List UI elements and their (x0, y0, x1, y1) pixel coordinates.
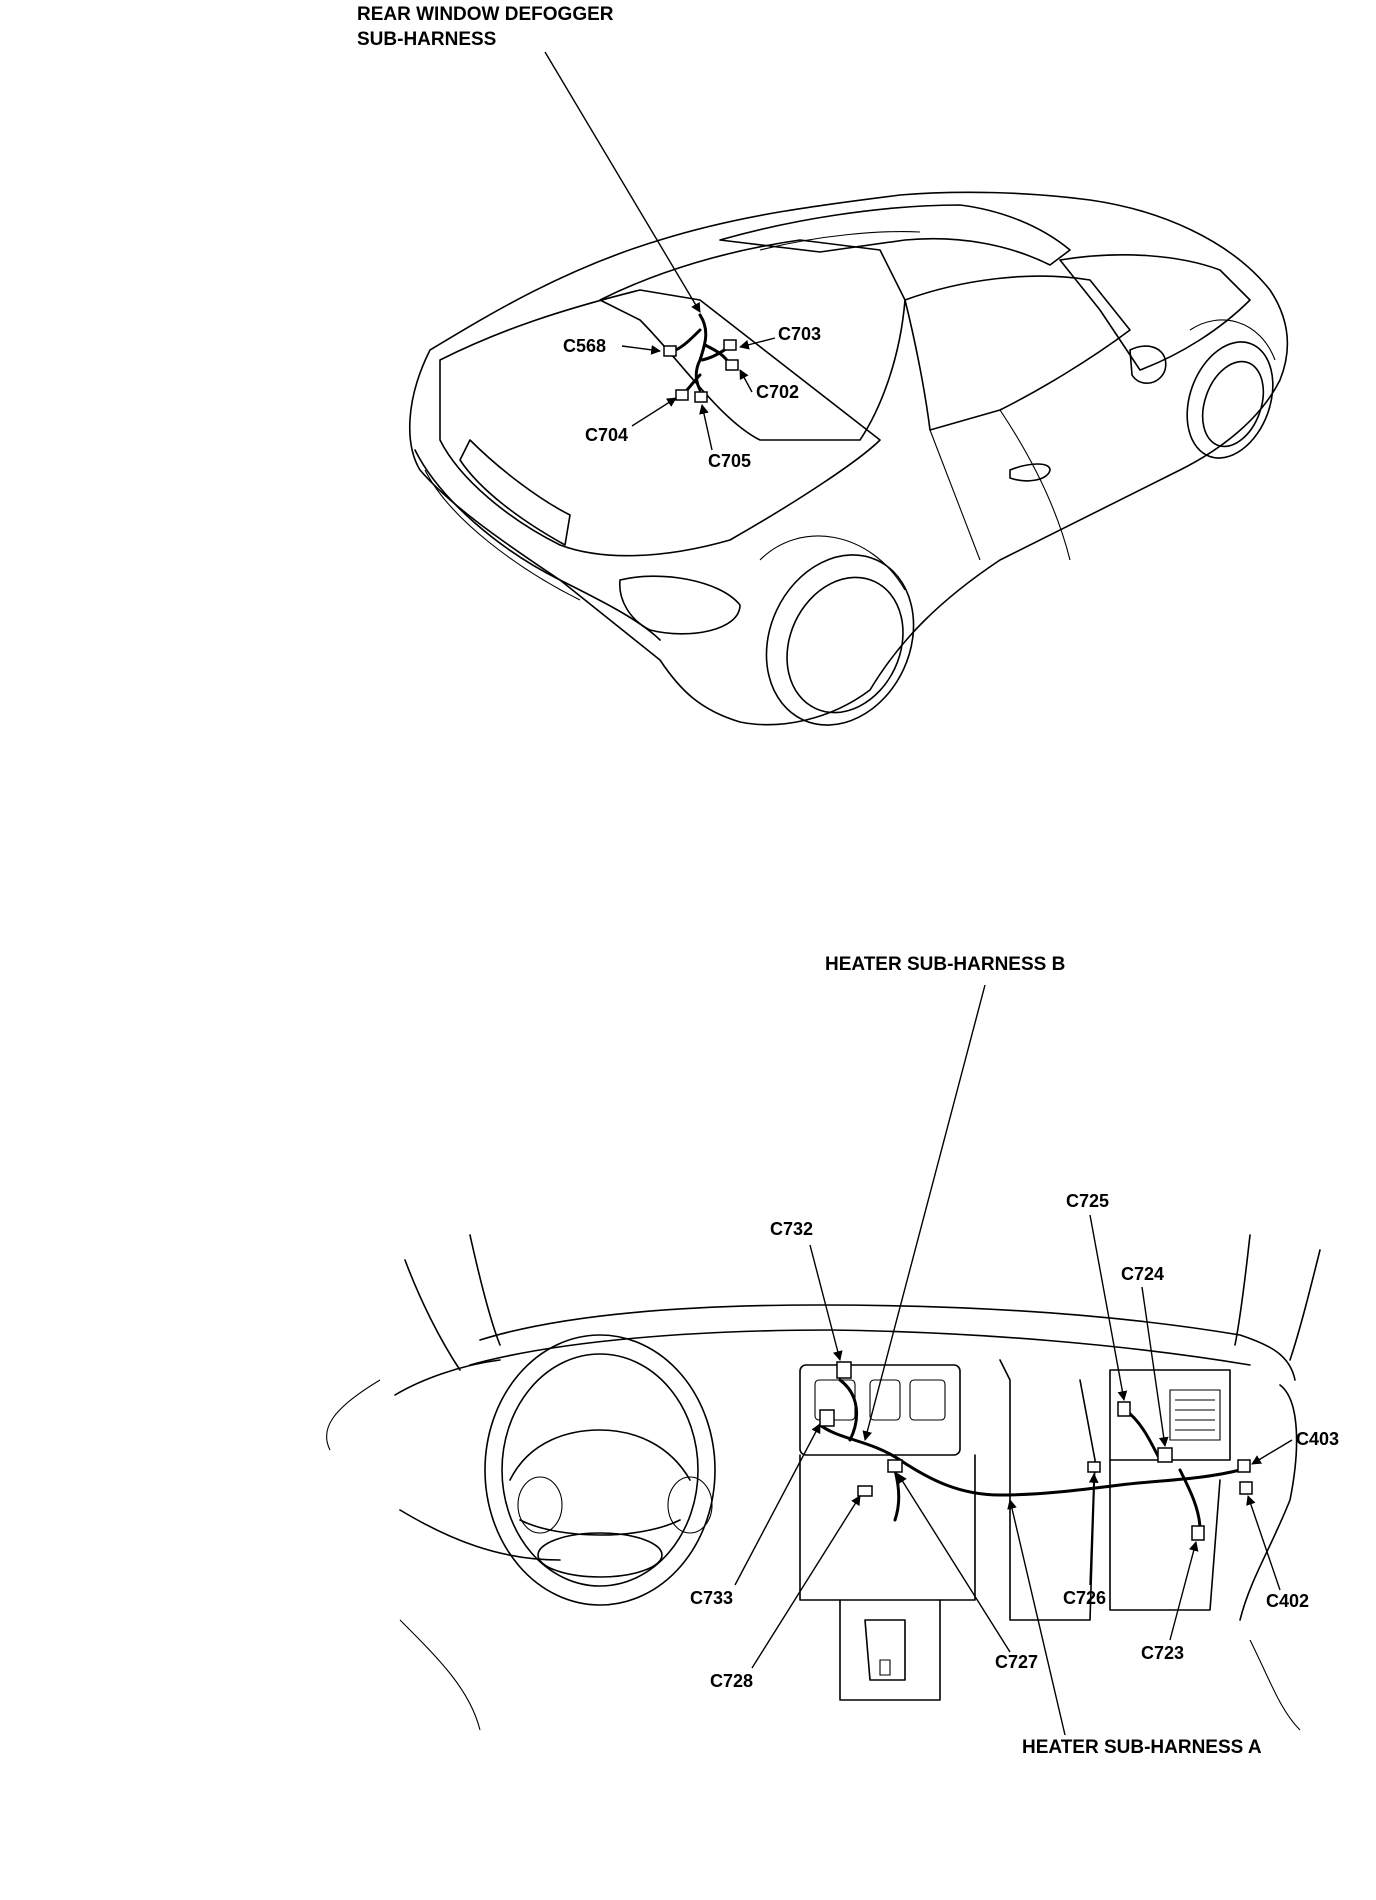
connector-c704 (675, 389, 689, 401)
connector-c733 (819, 1409, 835, 1427)
heater-b-label: HEATER SUB-HARNESS B (825, 954, 1065, 975)
car-illustration (408, 191, 1289, 726)
defogger-harness (663, 313, 739, 403)
defogger-leader-line (544, 51, 701, 313)
label-c728: C728 (710, 1671, 753, 1691)
label-c732: C732 (770, 1219, 813, 1239)
connector-c724 (1157, 1447, 1173, 1463)
heater-harness (818, 1361, 1253, 1541)
connector-c728 (857, 1485, 873, 1497)
bottom-labels: HEATER SUB-HARNESS B C732 C725 C724 C403… (690, 954, 1339, 1758)
label-c402: C402 (1266, 1591, 1309, 1611)
label-c727: C727 (995, 1652, 1038, 1672)
defogger-label-line2: SUB-HARNESS (357, 29, 496, 50)
dashboard-illustration (326, 1234, 1321, 1731)
connector-c725 (1117, 1401, 1131, 1417)
label-c568: C568 (563, 336, 606, 356)
label-c726: C726 (1063, 1588, 1106, 1608)
label-c725: C725 (1066, 1191, 1109, 1211)
connector-c403 (1237, 1459, 1251, 1473)
connector-c568 (663, 345, 677, 357)
connector-c726 (1087, 1461, 1101, 1473)
top-labels: REAR WINDOW DEFOGGER SUB-HARNESS C568 C7… (357, 4, 821, 471)
connector-c402 (1239, 1481, 1253, 1495)
connector-c727 (887, 1459, 903, 1473)
label-c724: C724 (1121, 1264, 1164, 1284)
label-c733: C733 (690, 1588, 733, 1608)
label-c403: C403 (1296, 1429, 1339, 1449)
connector-c702 (725, 359, 739, 371)
label-c723: C723 (1141, 1643, 1184, 1663)
label-c705: C705 (708, 451, 751, 471)
label-c702: C702 (756, 382, 799, 402)
connector-c732 (836, 1361, 852, 1379)
connector-c705 (694, 391, 708, 403)
heater-a-label: HEATER SUB-HARNESS A (1022, 1737, 1262, 1758)
label-c703: C703 (778, 324, 821, 344)
connector-c703 (723, 339, 737, 351)
label-c704: C704 (585, 425, 628, 445)
connector-c723 (1191, 1525, 1205, 1541)
defogger-label-line1: REAR WINDOW DEFOGGER (357, 4, 614, 25)
